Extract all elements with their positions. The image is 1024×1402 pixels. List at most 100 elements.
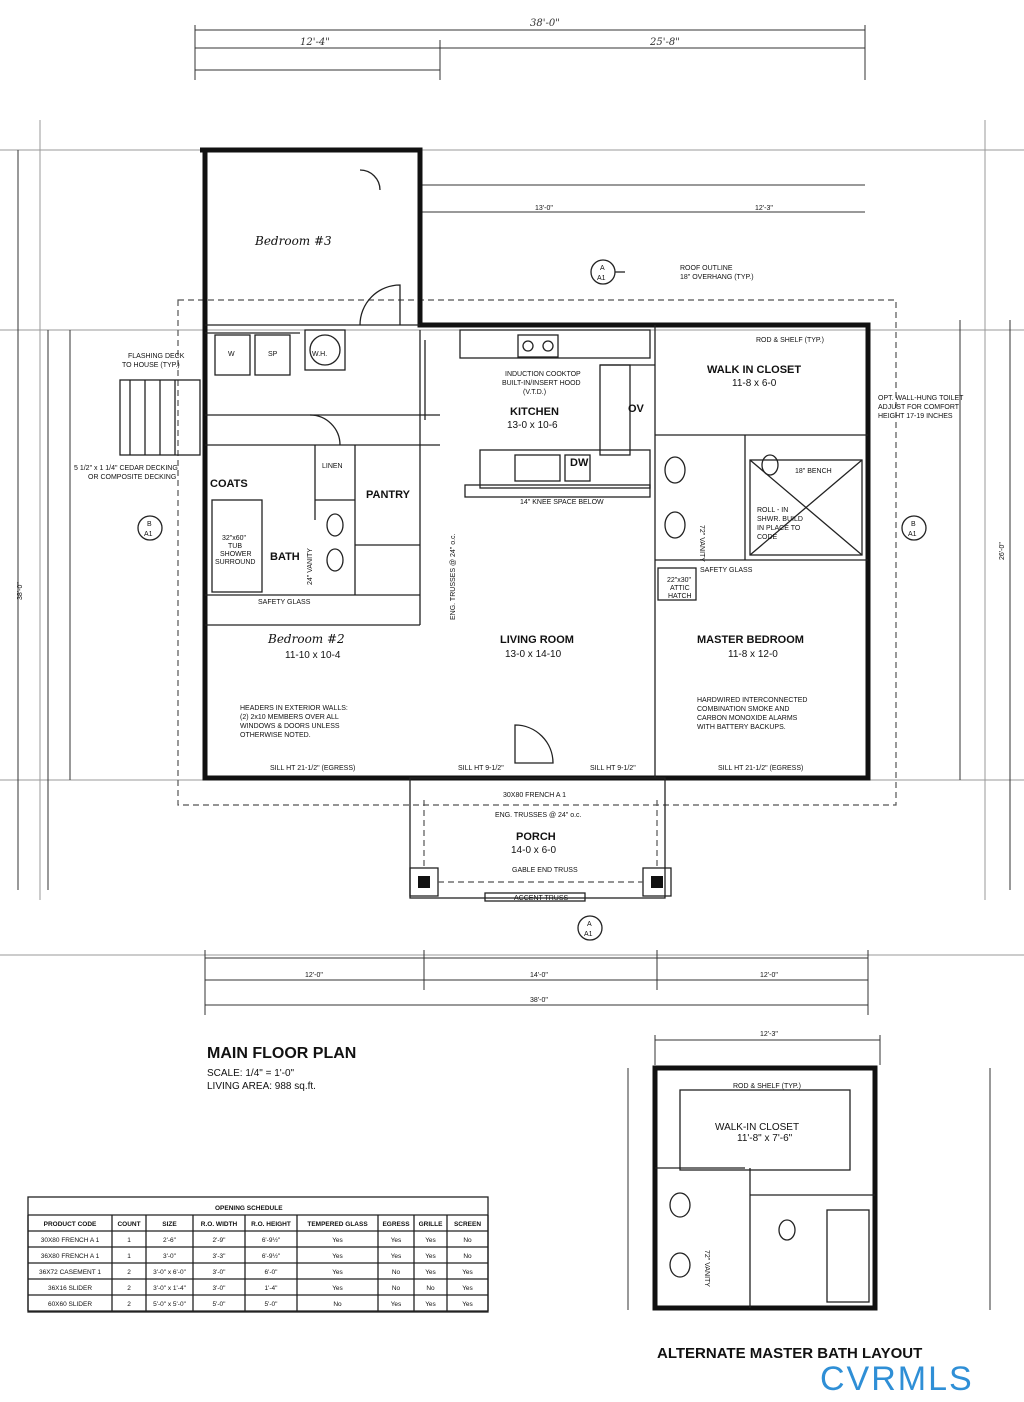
schedule-cell: No xyxy=(333,1301,342,1308)
schedule-header-cell: R.O. HEIGHT xyxy=(251,1221,291,1228)
attic-note-1: 22"x30" xyxy=(667,577,692,584)
living-room-size: 13-0 x 14-10 xyxy=(505,649,562,660)
bedroom2-label: Bedroom #2 xyxy=(267,632,345,646)
rollin-note-1: ROLL - IN xyxy=(757,507,788,514)
side-dimensions: 38'-0" 26'-0" xyxy=(17,150,1011,890)
svg-text:A: A xyxy=(587,921,592,928)
schedule-cell: 3'-0" x 6'-0" xyxy=(153,1269,186,1276)
walk-in-closet-size: 11-8 x 6-0 xyxy=(732,378,777,389)
schedule-cell: 36X72 CASEMENT 1 xyxy=(39,1269,101,1276)
schedule-header-cell: TEMPERED GLASS xyxy=(307,1221,368,1228)
alarm-note-4: WITH BATTERY BACKUPS. xyxy=(697,724,786,731)
schedule-cell: 3'-0" xyxy=(163,1253,177,1260)
toilet-note-3: HEIGHT 17-19 INCHES xyxy=(878,413,953,420)
schedule-cell: 2 xyxy=(127,1285,131,1292)
schedule-cell: Yes xyxy=(425,1301,436,1308)
walk-in-closet-label: WALK IN CLOSET xyxy=(707,364,801,376)
schedule-cell: 30X80 FRENCH A 1 xyxy=(41,1237,100,1244)
section-markers: A A1 B A1 B A1 A A1 xyxy=(137,259,927,941)
bath-label: BATH xyxy=(270,551,300,563)
tub-note-2: TUB xyxy=(228,543,242,550)
schedule-cell: Yes xyxy=(391,1253,402,1260)
schedule-cell: Yes xyxy=(391,1301,402,1308)
schedule-cell: 2'-9" xyxy=(213,1237,227,1244)
schedule-cell: Yes xyxy=(462,1269,473,1276)
schedule-cell: 3'-3" xyxy=(213,1253,227,1260)
plan-title: MAIN FLOOR PLAN xyxy=(207,1045,356,1062)
schedule-cell: Yes xyxy=(332,1285,343,1292)
mbr-width-dim: 12'-3" xyxy=(755,205,773,212)
alt-closet-size: 11'-8" x 7'-6" xyxy=(737,1133,793,1144)
trusses-note-porch: ENG. TRUSSES @ 24" o.c. xyxy=(495,812,582,819)
safety-glass-master: SAFETY GLASS xyxy=(700,567,753,574)
bottom-left-dim: 12'-0" xyxy=(305,972,323,979)
schedule-cell: 3'-0" xyxy=(213,1269,227,1276)
deck-stairs xyxy=(119,379,201,456)
alarm-note-1: HARDWIRED INTERCONNECTED xyxy=(697,697,807,704)
schedule-cell: 2'-6" xyxy=(163,1237,177,1244)
schedule-cell: No xyxy=(392,1285,401,1292)
exterior-walls xyxy=(200,147,871,781)
kitchen-counters xyxy=(459,329,651,498)
vanity24-note: 24" VANITY xyxy=(307,548,314,585)
gable-note: GABLE END TRUSS xyxy=(512,867,578,874)
schedule-header-cell: R.O. WIDTH xyxy=(201,1221,238,1228)
alt-vanity-note: 72" VANITY xyxy=(703,1250,710,1287)
bottom-dimensions: 12'-0" 14'-0" 12'-0" 38'-0" xyxy=(204,950,869,1015)
schedule-cell: 36X80 FRENCH A 1 xyxy=(41,1253,100,1260)
overall-top-dim: 38'-0" xyxy=(530,18,560,29)
kitchen-width-dim: 13'-0" xyxy=(535,205,553,212)
svg-text:A1: A1 xyxy=(908,531,917,538)
schedule-cell: Yes xyxy=(332,1269,343,1276)
door-swings xyxy=(309,169,554,764)
schedule-cell: Yes xyxy=(425,1237,436,1244)
vtd-note: (V.T.D.) xyxy=(523,389,546,396)
schedule-cell: 5'-0" x 5'-0" xyxy=(153,1301,186,1308)
tub-note-4: SURROUND xyxy=(215,559,255,566)
schedule-cell: 36X16 SLIDER xyxy=(48,1285,92,1292)
coats-label: COATS xyxy=(210,478,248,490)
schedule-cell: 1 xyxy=(127,1253,131,1260)
schedule-cell: 6'-9½" xyxy=(262,1252,281,1260)
alt-width-dim: 12'-3" xyxy=(760,1031,778,1038)
svg-text:A1: A1 xyxy=(597,275,606,282)
bath-fixtures xyxy=(211,329,779,601)
rollin-note-3: IN PLACE TO xyxy=(757,525,801,532)
decking-note-2: OR COMPOSITE DECKING xyxy=(88,474,176,481)
flashing-note-1: FLASHING DECK xyxy=(128,353,185,360)
rollin-note-4: CODE xyxy=(757,534,778,541)
top-dimensions: 38'-0" 12'-4" 25'-8" 13'-0" 12'-3" xyxy=(194,18,866,213)
svg-text:A: A xyxy=(600,265,605,272)
master-bedroom-size: 11-8 x 12-0 xyxy=(728,649,778,660)
left-side-dim: 38'-0" xyxy=(17,582,24,600)
flashing-note-2: TO HOUSE (TYP.) xyxy=(122,362,180,369)
bedroom2-size: 11-10 x 10-4 xyxy=(285,650,341,661)
schedule-cell: 2 xyxy=(127,1269,131,1276)
bottom-overall-dim: 38'-0" xyxy=(530,997,548,1004)
decking-note-1: 5 1/2" x 1 1/4" CEDAR DECKING xyxy=(74,465,178,472)
interior-walls xyxy=(205,324,868,778)
schedule-cell: Yes xyxy=(425,1269,436,1276)
dishwasher-label: DW xyxy=(570,457,589,469)
attic-note-2: ATTIC xyxy=(670,585,690,592)
alt-rod-shelf-note: ROD & SHELF (TYP.) xyxy=(733,1083,801,1090)
bottom-right-dim: 12'-0" xyxy=(760,972,778,979)
alarm-note-3: CARBON MONOXIDE ALARMS xyxy=(697,715,798,722)
cooktop-note: INDUCTION COOKTOP xyxy=(505,371,581,378)
right-side-dim: 26'-0" xyxy=(999,542,1006,560)
attic-note-3: HATCH xyxy=(668,593,692,600)
linen-label: LINEN xyxy=(322,463,343,470)
toilet-note-2: ADJUST FOR COMFORT xyxy=(878,404,960,411)
hood-note: BUILT-IN/INSERT HOOD xyxy=(502,380,581,387)
schedule-cell: 60X60 SLIDER xyxy=(48,1301,92,1308)
schedule-header-cell: SIZE xyxy=(162,1221,177,1228)
oven-label: OV xyxy=(628,403,645,415)
bench-note: 18" BENCH xyxy=(795,468,832,475)
sp-label: SP xyxy=(268,351,278,358)
schedule-cell: No xyxy=(463,1237,472,1244)
tub-note-1: 32"x60" xyxy=(222,535,247,542)
schedule-header-cell: GRILLE xyxy=(419,1221,443,1228)
living-area: LIVING AREA: 988 sq.ft. xyxy=(207,1081,316,1092)
tub-note-3: SHOWER xyxy=(220,551,252,558)
